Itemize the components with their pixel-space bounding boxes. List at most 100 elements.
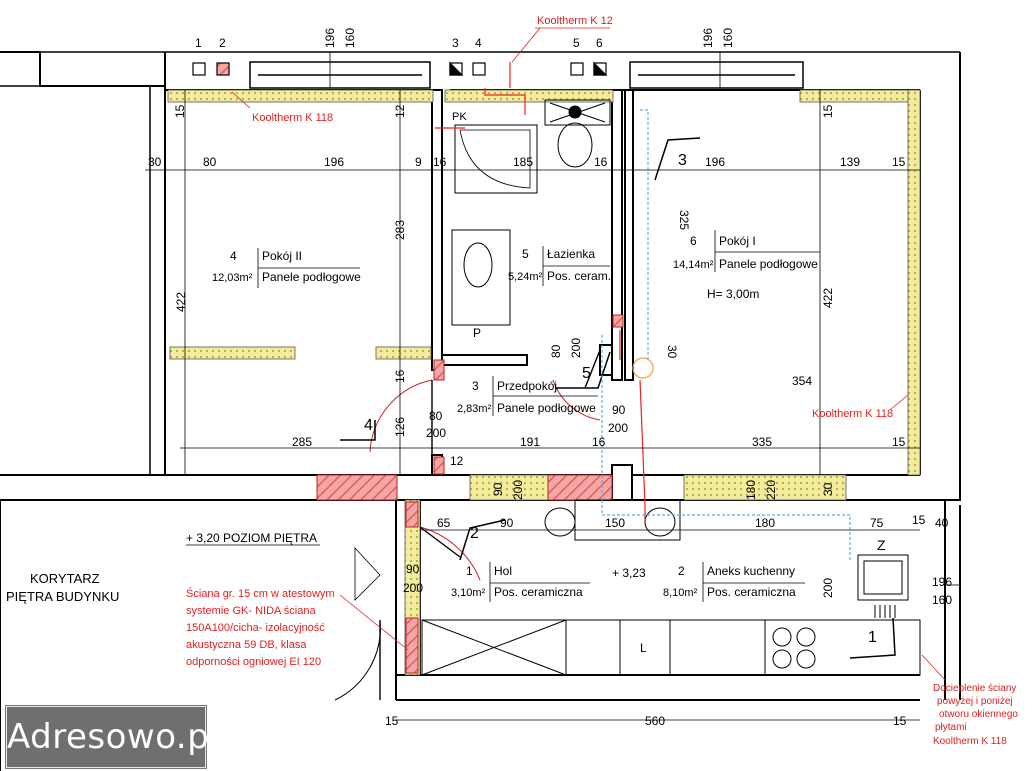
label-z: Z (877, 537, 886, 553)
kitchen-fixtures (421, 499, 921, 676)
dim-15e: 15 (893, 714, 907, 728)
wall-note-line-3: 150A100/cicha- izolacyjność (186, 622, 325, 634)
dim-16b: 16 (594, 155, 608, 169)
room-labels: 4 Pokój II 12,03m² Panele podłogowe 5 Ła… (212, 230, 820, 602)
dim-560: 560 (645, 714, 665, 728)
dim-200b: 200 (426, 426, 446, 440)
dim-180b: 180 (755, 516, 775, 530)
dim-335: 335 (752, 435, 772, 449)
dim-40: 40 (935, 516, 949, 530)
dim-139: 139 (840, 155, 860, 169)
dim-12b: 12 (450, 454, 464, 468)
korytarz-label-2: PIĘTRA BUDYNKU (6, 589, 119, 604)
room-lazienka-area: 5,24m² (508, 271, 543, 283)
window-number-2: 2 (219, 36, 226, 50)
dim-top-196-left: 196 (323, 28, 337, 48)
insulation-note-line-3: otworu okiennego (939, 709, 1018, 720)
room-aneks-name: Aneks kuchenny (707, 564, 795, 578)
room-lazienka-name: Łazienka (547, 247, 595, 261)
insulation-note-line-4: płytami (935, 722, 967, 733)
room-aneks-area: 8,10m² (663, 587, 698, 599)
dim-200c: 200 (608, 421, 628, 435)
room-przedpokoj-num: 3 (472, 379, 479, 393)
section-marks (340, 137, 896, 659)
wall-note-line-2: systemie GK- NIDA ściana (186, 605, 316, 617)
dim-90a: 90 (612, 403, 626, 417)
vent-shafts (192, 61, 608, 76)
dim-16c: 16 (393, 369, 407, 383)
dim-top-196-right: 196 (701, 28, 715, 48)
dim-422-right: 422 (821, 288, 835, 308)
label-pk: PK (452, 111, 467, 123)
dim-15c: 15 (912, 513, 926, 527)
door-numbers: 4 5 3 2 1 (364, 152, 877, 646)
dim-80: 80 (203, 155, 217, 169)
room-pokoj1-finish: Panele podłogowe (719, 257, 818, 271)
insulation-note-line-5: Kooltherm K 118 (933, 736, 1007, 747)
dim-200f: 200 (821, 578, 835, 598)
dim-80b: 80 (549, 344, 563, 358)
dim-80c: 80 (429, 409, 443, 423)
dim-354: 354 (792, 374, 812, 388)
window-number-5: 5 (573, 36, 580, 50)
room-przedpokoj-finish: Panele podłogowe (497, 401, 596, 415)
dim-75: 75 (870, 516, 884, 530)
room-hol-area: 3,10m² (451, 587, 486, 599)
adresowo-watermark: Adresowo.pl (6, 706, 219, 768)
room-hol-num: 1 (466, 564, 473, 578)
dim-180: 180 (744, 480, 758, 500)
room-pokoj2-name: Pokój II (262, 249, 302, 263)
dim-283: 283 (393, 220, 407, 240)
dim-16d: 16 (592, 435, 606, 449)
dim-65: 65 (437, 516, 451, 530)
dim-15a: 15 (892, 155, 906, 169)
dim-90d: 90 (406, 562, 420, 576)
dim-196c: 196 (932, 575, 952, 589)
dim-30: 30 (148, 155, 162, 169)
dim-16a: 16 (433, 155, 447, 169)
room-przedpokoj-name: Przedpokój (497, 379, 557, 393)
top-windows (249, 61, 804, 89)
door-number-3: 3 (678, 152, 687, 169)
level-label: + 3,20 POZIOM PIĘTRA (186, 531, 317, 545)
dim-191: 191 (520, 435, 540, 449)
dim-325: 325 (677, 210, 691, 230)
wall-note-line-1: Ściana gr. 15 cm w atestowym (186, 587, 335, 600)
door-number-1: 1 (868, 629, 877, 646)
dim-285: 285 (292, 435, 312, 449)
window-numbers: 1 2 3 4 5 6 (195, 36, 603, 50)
wall-note-line-4: akustyczna 59 DB, klasa (186, 639, 307, 651)
dim-220: 220 (764, 480, 778, 500)
dim-196b: 196 (705, 155, 725, 169)
door-number-2: 2 (470, 525, 479, 542)
window-number-3: 3 (452, 36, 459, 50)
dim-12a: 12 (393, 104, 407, 118)
kooltherm-k118-top: Kooltherm K 118 (252, 112, 333, 124)
room-przedpokoj-area: 2,83m² (457, 403, 492, 415)
dim-200d: 200 (511, 480, 525, 500)
room-pokoj1-name: Pokój I (719, 234, 756, 248)
room-hol-finish: Pos. ceramiczna (494, 585, 583, 599)
dim-196: 196 (324, 155, 344, 169)
room-pokoj1-height: H= 3,00m (707, 287, 759, 301)
label-l: L (640, 641, 647, 655)
dim-126: 126 (393, 417, 407, 437)
dim-15d: 15 (385, 714, 399, 728)
dim-15b: 15 (892, 435, 906, 449)
dim-30c: 30 (821, 482, 835, 496)
dim-422-left: 422 (174, 292, 188, 312)
dim-15-left: 15 (173, 104, 187, 118)
dim-160c: 160 (932, 593, 952, 607)
dimension-texts: 196 160 196 160 30 80 196 9 16 185 16 19… (148, 28, 952, 728)
room-hol-name: Hol (494, 564, 512, 578)
room-lazienka-num: 5 (522, 247, 529, 261)
dimension-lines (145, 52, 960, 721)
room-pokoj2-num: 4 (230, 249, 237, 263)
dim-185: 185 (513, 155, 533, 169)
insulation (167, 89, 921, 676)
insulation-note-line-2: powyżej i poniżej (937, 696, 1013, 707)
door-number-4: 4 (364, 417, 373, 434)
dim-top-160-left: 160 (343, 28, 357, 48)
room-pokoj2-finish: Panele podłogowe (262, 270, 361, 284)
